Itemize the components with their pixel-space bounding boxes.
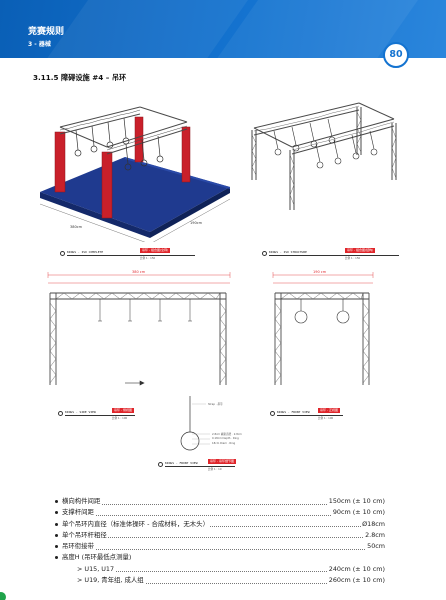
dot-leader xyxy=(77,582,385,584)
iso-structure-drawing xyxy=(251,102,397,210)
caption-line xyxy=(67,255,195,256)
front-view-caption: KINGS - FRONT VIEW xyxy=(277,410,310,414)
bullet-icon xyxy=(55,533,58,537)
spec-value: 150cm (± 10 cm) xyxy=(327,496,385,508)
bullet-icon xyxy=(55,545,58,549)
dot-leader xyxy=(63,514,385,516)
ring-note-3: 18cm Diam · Ring xyxy=(212,442,236,445)
front-view-red-label: 吊环 - 正视图 xyxy=(318,408,340,413)
ring-note-top: Strap · 吊带 xyxy=(208,403,223,406)
spec-subvalue: 260cm (± 10 cm) xyxy=(327,575,385,587)
spec-value: 50cm xyxy=(366,541,385,553)
spec-label: 横向构件间距 xyxy=(62,496,102,508)
spec-row: 横向构件间距 150cm (± 10 cm) xyxy=(55,496,385,508)
spec-row: 吊环衔接带 50cm xyxy=(55,541,385,553)
front-view-sub: 比例 1 : 100 xyxy=(318,417,334,420)
spec-sublabel: > U19, 青年组, 成人组 xyxy=(77,575,145,587)
header-title: 竞赛规则 xyxy=(28,27,65,37)
spec-row: 单个吊环内直径（标准体操环 - 合成材料，无木头） Ø18cm xyxy=(55,518,385,530)
iso-structure-caption: KINGS - ISO STRUCTURE xyxy=(269,250,307,254)
section-title: 3.11.5 障碍设施 #4 – 吊环 xyxy=(33,73,127,82)
page-number: 80 xyxy=(383,42,409,68)
dot-leader xyxy=(63,537,385,539)
spec-label: 单个吊环杆粗径 xyxy=(62,529,108,542)
iso-structure-figure xyxy=(232,95,412,225)
caption-line xyxy=(269,255,399,256)
side-dim-top: 380 cm xyxy=(132,270,146,274)
spec-subvalue: 240cm (± 10 cm) xyxy=(327,563,385,576)
spec-value: Ø18cm xyxy=(361,518,385,530)
ring-detail-sub: 比例 1 : 10 xyxy=(208,468,222,471)
side-view-drawing: 380 cm xyxy=(47,270,231,386)
iso-complete-figure: 380cm 190cm xyxy=(30,92,230,242)
front-view-figure: 190 cm xyxy=(265,265,385,390)
ring-detail-drawing xyxy=(180,396,210,451)
iso-dim-front: 380cm xyxy=(70,225,83,229)
side-view-red-label: 吊环 - 侧视图 xyxy=(112,408,134,413)
caption-icon xyxy=(60,251,65,256)
iso-complete-red-label: 吊环 - 组合图(全称) xyxy=(140,248,171,253)
dot-leader xyxy=(63,503,385,505)
side-view-figure: 380 cm xyxy=(40,265,240,390)
iso-structure-sub: 比例 1 : 150 xyxy=(345,257,361,260)
ring-note-2: 0.18cm Depth · Ring xyxy=(212,437,239,440)
spec-row: 支撑杆间距 90cm (± 10 cm) xyxy=(55,507,385,519)
ring-detail-figure xyxy=(170,392,250,462)
spec-value: 2.8cm xyxy=(364,529,385,542)
spec-value: 90cm (± 10 cm) xyxy=(331,507,385,519)
caption-line xyxy=(65,415,135,416)
spec-label: 高度H (吊环最低点测量) xyxy=(62,552,133,564)
spec-row: 单个吊环杆粗径 2.8cm xyxy=(55,529,385,542)
bullet-icon xyxy=(55,500,58,503)
spec-label: 单个吊环内直径（标准体操环 - 合成材料，无木头） xyxy=(62,518,210,530)
front-view-drawing: 190 cm xyxy=(272,270,374,385)
bullet-icon xyxy=(55,556,58,560)
header-subtitle: 3 - 器械 xyxy=(28,41,51,48)
iso-complete-sub: 比例 1 : 150 xyxy=(140,257,156,260)
iso-complete-caption: KINGS - ISO COMPLETE xyxy=(67,250,104,254)
spec-label: 吊环衔接带 xyxy=(62,541,95,553)
side-view-caption: KINGS - SIDE VIEW xyxy=(65,410,96,414)
caption-line xyxy=(165,466,235,467)
spec-sublabel: > U15, U17 xyxy=(77,563,116,576)
caption-line xyxy=(277,415,343,416)
caption-icon xyxy=(270,411,275,416)
ring-detail-red-label: 吊环 - 吊环细节图 xyxy=(208,459,236,464)
bullet-icon xyxy=(55,522,58,526)
spec-row: 高度H (吊环最低点测量) xyxy=(55,552,385,564)
front-dim-top: 190 cm xyxy=(313,270,327,274)
spec-label: 支撑杆间距 xyxy=(62,507,95,519)
page-header: 竞赛规则 3 - 器械 xyxy=(0,0,446,58)
dot-leader xyxy=(63,548,385,550)
caption-icon xyxy=(58,411,63,416)
caption-icon xyxy=(262,251,267,256)
corner-marker xyxy=(0,592,6,600)
spec-list: 横向构件间距 150cm (± 10 cm) 支撑杆间距 90cm (± 10 … xyxy=(55,496,385,587)
dot-leader xyxy=(77,571,385,573)
side-view-sub: 比例 1 : 100 xyxy=(112,417,128,420)
caption-icon xyxy=(158,462,163,467)
dot-leader xyxy=(63,526,385,528)
spec-subrow: > U15, U17 240cm (± 10 cm) xyxy=(55,563,385,576)
ring-note-1: 2.8cm 绳索直径 · 2.8cm xyxy=(212,433,242,436)
iso-dim-side: 190cm xyxy=(190,221,203,225)
bullet-icon xyxy=(55,511,58,515)
ring-detail-caption: KINGS - FRONT VIEW xyxy=(165,461,198,465)
spec-subrow: > U19, 青年组, 成人组 260cm (± 10 cm) xyxy=(55,575,385,587)
iso-complete-drawing: 380cm 190cm xyxy=(39,106,230,242)
iso-structure-red-label: 吊环 - 组合图(结构) xyxy=(345,248,376,253)
